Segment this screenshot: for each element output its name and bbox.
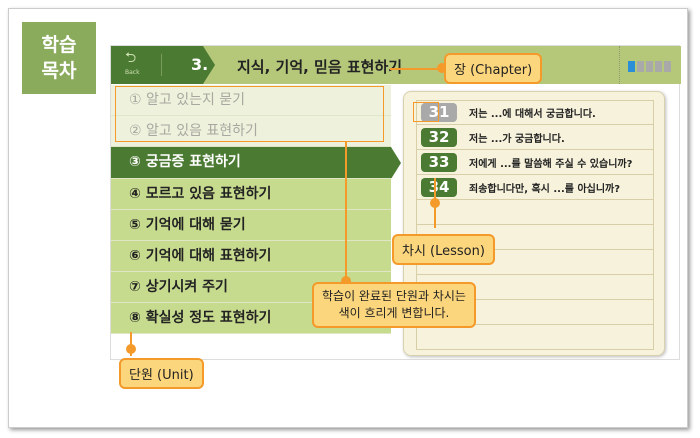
chapter-callout: 장 (Chapter) [444, 53, 543, 84]
lesson-title: 저에게 ...를 말씀해 주실 수 있습니까? [469, 158, 633, 170]
connector-dot [126, 344, 136, 354]
lesson-item[interactable]: 32 저는 ...가 궁금합니다. [416, 125, 654, 150]
progress-indicator [619, 46, 671, 84]
back-arrow-icon: ⮌ [125, 50, 137, 66]
connector-dot [341, 276, 351, 286]
completed-callout-line1: 학습이 완료된 단원과 차시는 [322, 289, 466, 303]
connector-dot [437, 63, 447, 73]
lesson-number-badge: 32 [421, 127, 457, 147]
lesson-empty-row [416, 200, 654, 225]
progress-segment [664, 61, 671, 72]
divider [161, 54, 162, 76]
connector [345, 142, 347, 282]
chapter-number: 3. [191, 55, 209, 74]
lesson-number-badge: 31 [421, 103, 457, 122]
lesson-title: 저는 ...에 대해서 궁금합니다. [469, 109, 596, 120]
unit-item[interactable]: ⑤ 기억에 대해 묻기 [111, 210, 391, 241]
lesson-number-badge: 33 [421, 152, 457, 172]
lesson-item[interactable]: 34 죄송합니다만, 혹시 ...를 아십니까? [416, 175, 654, 200]
completed-callout: 학습이 완료된 단원과 차시는 색이 흐리게 변합니다. [312, 282, 476, 328]
progress-segment [646, 61, 653, 72]
toc-title-line1: 학습 [41, 34, 77, 56]
chapter-title: 지식, 기억, 믿음 표현하기 [237, 58, 403, 76]
lesson-callout: 차시 (Lesson) [392, 234, 495, 265]
unit-callout: 단원 (Unit) [119, 358, 204, 389]
completed-callout-line2: 색이 흐리게 변합니다. [338, 306, 450, 320]
unit-item[interactable]: ⑥ 기억에 대해 표현하기 [111, 241, 391, 272]
lesson-number-badge: 34 [421, 177, 457, 197]
unit-item-current[interactable]: ③ 궁금증 표현하기 [111, 147, 401, 179]
back-button[interactable]: ⮌ Back [125, 50, 149, 80]
lesson-item[interactable]: 31 저는 ...에 대해서 궁금합니다. [416, 100, 654, 125]
lesson-empty-row [416, 325, 654, 350]
lesson-item[interactable]: 33 저에게 ...를 말씀해 주실 수 있습니까? [416, 150, 654, 175]
unit-item[interactable]: ④ 모르고 있음 표현하기 [111, 179, 391, 210]
connector [390, 68, 442, 70]
progress-segment [628, 61, 635, 72]
toc-title: 학습 목차 [22, 22, 96, 94]
back-label: Back [125, 69, 140, 76]
progress-segment [655, 61, 662, 72]
chapter-header: ⮌ Back 3. 지식, 기억, 믿음 표현하기 [111, 46, 681, 84]
toc-title-line2: 목차 [41, 60, 77, 82]
chapter-number-section: ⮌ Back 3. [111, 46, 215, 84]
lesson-title: 죄송합니다만, 혹시 ...를 아십니까? [469, 183, 621, 195]
unit-item[interactable]: ① 알고 있는지 묻기 [111, 85, 391, 116]
progress-segment [637, 61, 644, 72]
lesson-title: 저는 ...가 궁금합니다. [469, 133, 565, 145]
completed-lesson-highlight [413, 102, 439, 122]
completed-units-highlight [115, 86, 384, 142]
connector-dot [430, 198, 440, 208]
